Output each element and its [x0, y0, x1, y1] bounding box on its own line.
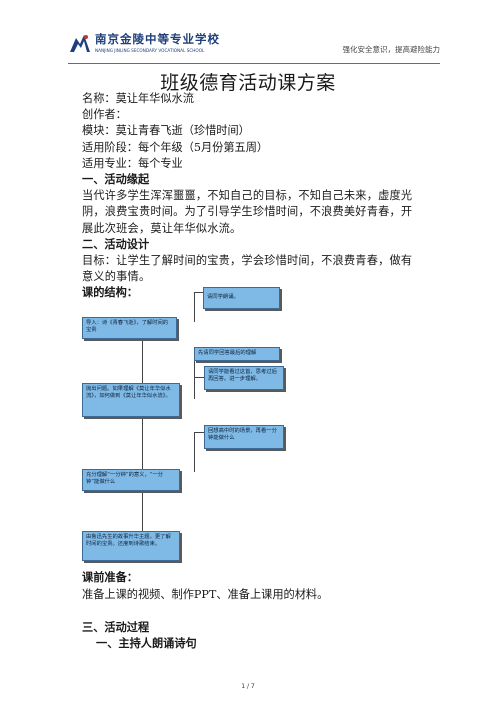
info-stage: 适用阶段：每个年级（5月份第五周）	[82, 140, 269, 154]
branch-connector-1	[194, 292, 195, 322]
section2-heading: 二、活动设计	[82, 237, 150, 251]
branch-connector-2	[194, 353, 195, 399]
info-module: 模块：莫让青春飞逝（珍惜时间）	[82, 124, 250, 138]
diagram-note-recite: 请同学朗诵。	[203, 287, 280, 309]
document-body-lower: 课前准备： 准备上课的视频、制作PPT、准备上课用的材料。 三、活动过程 一、主…	[82, 570, 422, 653]
info-major: 适用专业：每个专业	[82, 156, 183, 170]
section2-body: 目标：让学生了解时间的宝贵，学会珍惜时间，不浪费青春，做有意义的事情。	[82, 254, 413, 284]
diagram-step-intro: 导入：诗《青春飞逝》，了解时间的宝贵	[82, 317, 177, 339]
page-header: 南京金陵中等专业学校 NANJING JINLING SECONDARY VOC…	[68, 30, 440, 64]
section1-body: 当代许多学生浑浑噩噩，不知自己的目标，不知自己未来，虚度光阴，浪费宝贵时间。为了…	[82, 189, 413, 235]
diagram-step-conclusion: 由鲁迅先生的故事升华主题，更了解时间的宝贵。还度到诗歌结束。	[82, 531, 180, 561]
school-name: 南京金陵中等专业学校	[95, 32, 220, 46]
structure-label: 课的结构：	[82, 286, 138, 300]
info-name: 名称：莫让年华似水流	[82, 92, 194, 105]
diagram-note-think: 请同学能看过这首，思考过后再回答。进一步理解。	[204, 366, 284, 390]
prep-heading: 课前准备：	[82, 571, 138, 584]
main-connector	[142, 337, 143, 540]
lesson-structure-diagram: 请同学朗诵。 导入：诗《青春飞逝》，了解时间的宝贵 先请同学回答最后的理解 请同…	[82, 287, 322, 569]
branch-connector-1-h	[194, 292, 204, 293]
school-name-en: NANJING JINLING SECONDARY VOCATIONAL SCH…	[95, 48, 205, 53]
branch-connector-2b-h	[194, 377, 204, 378]
school-logo: 南京金陵中等专业学校 NANJING JINLING SECONDARY VOC…	[68, 30, 220, 60]
diagram-step-minute: 充分理解“一分钟”的意义，“一分钟”能做什么	[82, 469, 180, 491]
branch-connector-3-h	[194, 432, 204, 433]
page-number: 1 / 7	[241, 683, 255, 690]
diagram-step-question: 抛出问题。如果理解《莫让年华似水流》，如何做到《莫让年华似水流》。	[82, 383, 180, 417]
info-creator: 创作者：	[82, 108, 127, 122]
diagram-note-answer: 先请同学回答最后的理解	[194, 347, 280, 361]
header-slogan: 强化安全意识，提高避险能力	[342, 45, 441, 54]
prep-body: 准备上课的视频、制作PPT、准备上课用的材料。	[82, 587, 329, 601]
section3-sub1: 一、主持人朗诵诗句	[96, 637, 197, 650]
section3-heading: 三、活动过程	[82, 620, 150, 634]
page-title: 班级德育活动课方案	[160, 72, 336, 94]
document-body: 名称：莫让年华似水流 创作者： 模块：莫让青春飞逝（珍惜时间） 适用阶段：每个年…	[82, 91, 422, 302]
diagram-note-recall: 回想高中时的场景，再看一分钟能做什么	[204, 425, 284, 449]
section1-heading: 一、活动缘起	[82, 173, 150, 187]
spacer	[82, 603, 422, 620]
school-emblem-icon	[70, 35, 90, 52]
branch-connector-3	[194, 432, 195, 472]
